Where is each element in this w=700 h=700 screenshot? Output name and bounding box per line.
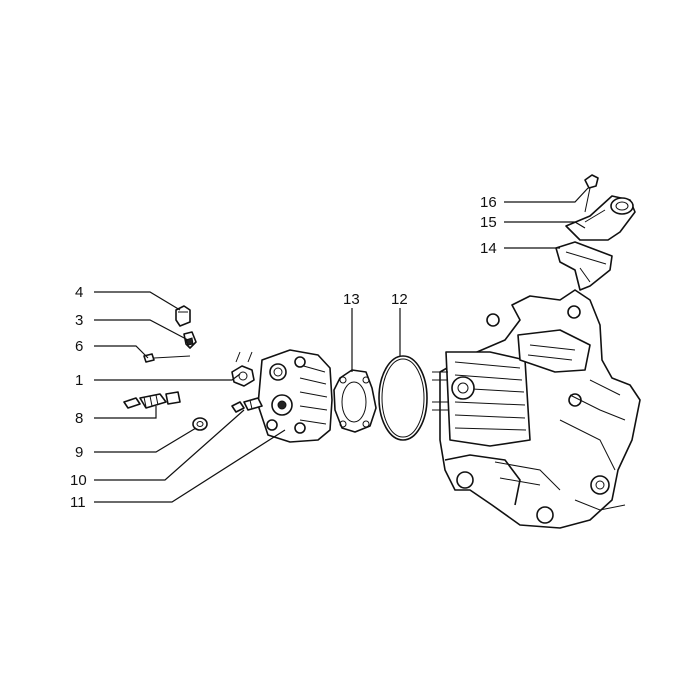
spark-plug-8 <box>123 391 181 409</box>
o-ring-12 <box>378 355 428 441</box>
callout-1: 1 <box>75 372 83 389</box>
callout-labels: 4 3 6 1 8 9 10 11 13 12 16 15 14 <box>70 194 497 511</box>
reed-valve-gasket <box>555 241 613 291</box>
callout-15: 15 <box>480 214 497 231</box>
cap-nut-4 <box>175 305 191 327</box>
callout-16: 16 <box>480 194 497 211</box>
callout-3: 3 <box>75 312 83 329</box>
engine-crankcase <box>432 289 641 529</box>
callout-10: 10 <box>70 472 87 489</box>
head-gasket-13 <box>333 369 377 433</box>
thermostat-1 <box>231 351 255 387</box>
cylinder-head <box>257 349 333 443</box>
callout-14: 14 <box>480 240 497 257</box>
temperature-sensor-10 <box>231 397 263 413</box>
callout-11: 11 <box>70 494 86 511</box>
callout-9: 9 <box>75 444 83 461</box>
manifold-bolt <box>584 174 599 213</box>
callout-12: 12 <box>391 291 408 308</box>
leader-lines <box>94 187 589 503</box>
callout-4: 4 <box>75 284 83 301</box>
stud-fitting-3 <box>183 331 197 349</box>
washer-9 <box>192 417 208 431</box>
intake-manifold <box>565 195 636 241</box>
callout-8: 8 <box>75 410 83 427</box>
callout-6: 6 <box>75 338 83 355</box>
callout-13: 13 <box>343 291 360 308</box>
screw-6 <box>143 353 191 363</box>
